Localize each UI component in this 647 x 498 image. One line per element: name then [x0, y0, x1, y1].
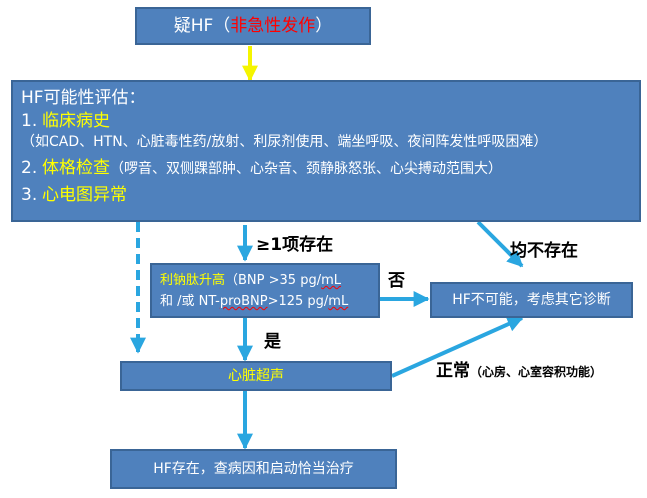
- final-text: HF存在，查病因和启动恰当治疗: [153, 461, 354, 477]
- assessment-item-2-label: 体格检查: [42, 158, 111, 178]
- assessment-item-2: 2. 体格检查（啰音、双侧踝部肿、心杂音、颈静脉怒张、心尖搏动范围大）: [21, 157, 631, 180]
- assessment-item-1-label: 临床病史: [42, 111, 111, 131]
- label-yes: 是: [264, 332, 281, 352]
- bnp-line-2-unit: mL: [328, 294, 349, 309]
- assessment-box: HF可能性评估： 1. 临床病史 （如CAD、HTN、心脏毒性药/放射、利尿剂使用…: [11, 80, 641, 222]
- final-box: HF存在，查病因和启动恰当治疗: [110, 449, 397, 489]
- suspected-hf-suffix: ）: [315, 16, 333, 36]
- assessment-item-3-number: 3.: [21, 185, 38, 205]
- assessment-item-2-detail: （啰音、双侧踝部肿、心杂音、颈静脉怒张、心尖搏动范围大）: [110, 161, 503, 177]
- suspected-hf-box: 疑HF（非急性发作）: [135, 7, 371, 45]
- label-normal-main: 正常: [436, 361, 470, 381]
- hf-unlikely-box: HF不可能，考虑其它诊断: [430, 282, 633, 318]
- label-normal: 正常（心房、心室容积功能）: [436, 356, 602, 381]
- bnp-label: 利钠肽升高: [160, 273, 226, 288]
- assessment-item-1: 1. 临床病史 （如CAD、HTN、心脏毒性药/放射、利尿剂使用、端坐呼吸、夜间阵…: [21, 111, 631, 152]
- hf-unlikely-text: HF不可能，考虑其它诊断: [452, 292, 611, 308]
- arrow-echo-to-unlikely: [391, 316, 524, 378]
- bnp-line-1: 利钠肽升高（BNP >35 pg/mL: [160, 270, 378, 291]
- assessment-item-3: 3. 心电图异常: [21, 184, 631, 206]
- assessment-item-1-detail: （如CAD、HTN、心脏毒性药/放射、利尿剂使用、端坐呼吸、夜间阵发性呼吸困难）: [21, 134, 548, 150]
- assessment-item-1-number: 1.: [21, 111, 38, 131]
- assessment-item-2-number: 2.: [21, 158, 38, 178]
- arrow-assessment-to-unlikely: [476, 220, 524, 268]
- bnp-line-1-rest: （BNP >35 pg/: [225, 273, 322, 288]
- assessment-title: HF可能性评估：: [21, 88, 146, 108]
- assessment-item-3-label: 心电图异常: [42, 185, 128, 205]
- bnp-line-2-rest: >125 pg/: [267, 294, 329, 309]
- label-none-present: 均不存在: [510, 241, 578, 261]
- bnp-line-1-unit: mL: [321, 273, 341, 288]
- bnp-box: 利钠肽升高（BNP >35 pg/mL 和 /或 NT-proBNP>125 p…: [150, 263, 380, 318]
- echocardiogram-text: 心脏超声: [228, 368, 284, 384]
- label-at-least-one: ≥1项存在: [256, 235, 334, 255]
- label-no: 否: [388, 271, 405, 291]
- suspected-hf-prefix: 疑HF（: [173, 16, 231, 36]
- bnp-line-2-main: 和 /或 NT-: [160, 294, 220, 309]
- echocardiogram-box: 心脏超声: [120, 361, 392, 391]
- bnp-line-2: 和 /或 NT-proBNP>125 pg/mL: [160, 291, 378, 312]
- bnp-line-2-protein: proBNP: [219, 294, 268, 309]
- label-normal-note: （心房、心室容积功能）: [470, 365, 603, 379]
- suspected-hf-highlight: 非急性发作: [230, 16, 316, 36]
